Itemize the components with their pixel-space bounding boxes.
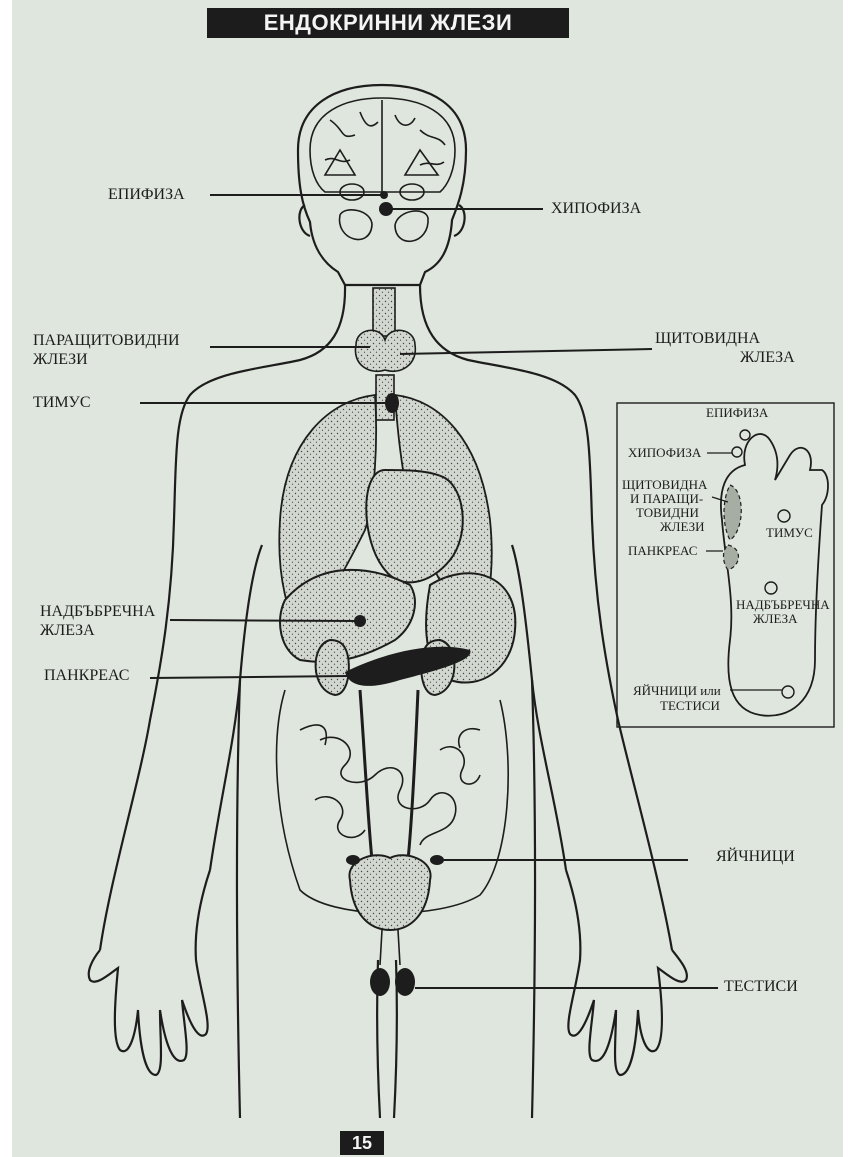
ovary-left-dot bbox=[346, 855, 360, 865]
label-testes: ТЕСТИСИ bbox=[724, 978, 798, 996]
label-adrenal-line2: ЖЛЕЗА bbox=[40, 622, 95, 640]
testis-right-dot bbox=[395, 968, 415, 996]
foot-label-thyroid-line2: И ПАРАЩИ- bbox=[630, 492, 703, 506]
foot-label-gonads-line2: ТЕСТИСИ bbox=[660, 699, 720, 713]
foot-label-thymus: ТИМУС bbox=[766, 526, 813, 540]
label-thyroid-line1: ЩИТОВИДНА bbox=[655, 330, 760, 348]
foot-label-thyroid-line4: ЖЛЕЗИ bbox=[660, 520, 704, 534]
thymus-dot bbox=[385, 393, 399, 413]
foot-label-pancreas: ПАНКРЕАС bbox=[628, 544, 697, 558]
foot-label-adrenal-line1: НАДБЪБРЕЧНА bbox=[736, 598, 830, 612]
label-thyroid-line2: ЖЛЕЗА bbox=[740, 349, 795, 367]
foot-label-gonads-line1: ЯЙЧНИЦИ или bbox=[633, 684, 721, 698]
label-hypophysis: ХИПОФИЗА bbox=[551, 200, 641, 218]
label-parathyroid-line2: ЖЛЕЗИ bbox=[33, 351, 88, 369]
label-ovaries: ЯЙЧНИЦИ bbox=[716, 848, 795, 866]
foot-label-epiphysis: ЕПИФИЗА bbox=[706, 406, 768, 420]
urethra bbox=[380, 930, 400, 965]
foot-label-hypophysis: ХИПОФИЗА bbox=[628, 446, 701, 460]
label-parathyroid-line1: ПАРАЩИТОВИДНИ bbox=[33, 332, 180, 350]
bladder bbox=[349, 855, 430, 930]
kidney-left bbox=[316, 640, 349, 695]
testis-left-dot bbox=[370, 968, 390, 996]
page-number: 15 bbox=[340, 1131, 384, 1155]
label-thymus: ТИМУС bbox=[33, 394, 91, 412]
foot-label-adrenal-line2: ЖЛЕЗА bbox=[753, 612, 797, 626]
foot-label-thyroid-line3: ТОВИДНИ bbox=[636, 506, 699, 520]
ureters bbox=[360, 690, 418, 860]
label-epiphysis: ЕПИФИЗА bbox=[108, 186, 185, 204]
label-adrenal-line1: НАДБЪБРЕЧНА bbox=[40, 603, 155, 621]
brain bbox=[310, 98, 455, 241]
label-pancreas: ПАНКРЕАС bbox=[44, 667, 129, 685]
hypophysis-dot bbox=[379, 202, 393, 216]
foot-label-thyroid-line1: ЩИТОВИДНА bbox=[622, 478, 707, 492]
